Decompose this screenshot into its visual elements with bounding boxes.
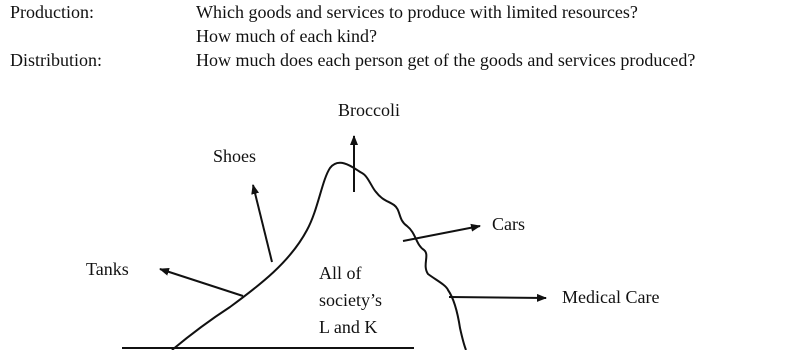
resource-boundary-curve [171, 161, 467, 350]
medical-care-label: Medical Care [562, 287, 659, 307]
medical-care-arrow [448, 293, 547, 302]
shoes-label: Shoes [213, 146, 256, 166]
production-definition-line2: How much of each kind? [196, 26, 377, 46]
cars-label: Cars [492, 214, 525, 234]
center-text-line2: society’s [319, 290, 382, 310]
production-row: Production: Which goods and services to … [10, 0, 800, 24]
definitions-block: Production: Which goods and services to … [10, 0, 800, 72]
production-row-continuation: How much of each kind? [10, 24, 800, 48]
cars-arrow [402, 223, 481, 242]
shoes-arrow [251, 184, 273, 263]
production-term: Production: [10, 2, 94, 22]
tanks-arrow [159, 267, 244, 297]
broccoli-label: Broccoli [338, 100, 400, 120]
distribution-row: Distribution: How much does each person … [10, 48, 800, 72]
center-text-line3: L and K [319, 317, 377, 337]
tanks-label: Tanks [86, 259, 129, 279]
distribution-definition: How much does each person get of the goo… [196, 50, 696, 70]
distribution-term: Distribution: [10, 50, 103, 70]
production-definition-line1: Which goods and services to produce with… [196, 2, 638, 22]
center-text-line1: All of [319, 263, 362, 283]
